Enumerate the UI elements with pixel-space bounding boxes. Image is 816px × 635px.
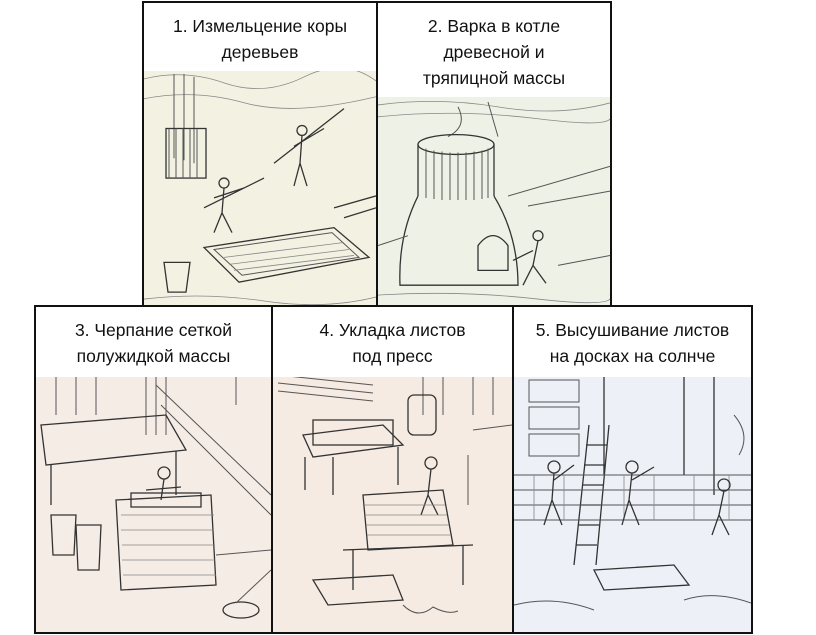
caption-line: 2. Варка в котле xyxy=(427,16,561,36)
panel-pressing-sheets: 4. Укладка листов под пресс xyxy=(271,305,514,634)
panel-caption: 3. Черпание сеткой полужидкой массы xyxy=(36,307,271,377)
caption-line: под пресс xyxy=(352,346,433,366)
panel-caption: 1. Измельцение коры деревьев xyxy=(144,3,376,71)
panel-bark-grinding: 1. Измельцение коры деревьев xyxy=(142,1,378,307)
illustration-boiling-pulp xyxy=(378,97,610,305)
panel-caption: 5. Высушивание листов на досках на солнч… xyxy=(514,307,751,377)
panel-caption: 2. Варка в котле древесной и тряпицной м… xyxy=(378,3,610,97)
panel-drying-sheets: 5. Высушивание листов на досках на солнч… xyxy=(512,305,753,634)
caption-line: полужидкой массы xyxy=(76,346,231,366)
caption-line: на досках на солнче xyxy=(549,346,716,366)
illustration-drying-sheets xyxy=(514,375,751,632)
caption-line: древесной и xyxy=(443,42,545,62)
caption-line: 5. Высушивание листов xyxy=(535,320,730,340)
illustration-pressing-sheets xyxy=(273,375,512,632)
illustration-bark-grinding xyxy=(144,69,376,305)
caption-line: 3. Черпание сеткой xyxy=(74,320,233,340)
panel-boiling-pulp: 2. Варка в котле древесной и тряпицной м… xyxy=(376,1,612,307)
caption-line: деревьев xyxy=(221,42,299,62)
panel-caption: 4. Укладка листов под пресс xyxy=(273,307,512,377)
illustration-scooping-pulp xyxy=(36,375,271,632)
caption-line: тряпицной массы xyxy=(422,68,566,88)
caption-line: 1. Измельцение коры xyxy=(172,16,348,36)
caption-line: 4. Укладка листов xyxy=(319,320,466,340)
panel-scooping-pulp: 3. Черпание сеткой полужидкой массы xyxy=(34,305,273,634)
